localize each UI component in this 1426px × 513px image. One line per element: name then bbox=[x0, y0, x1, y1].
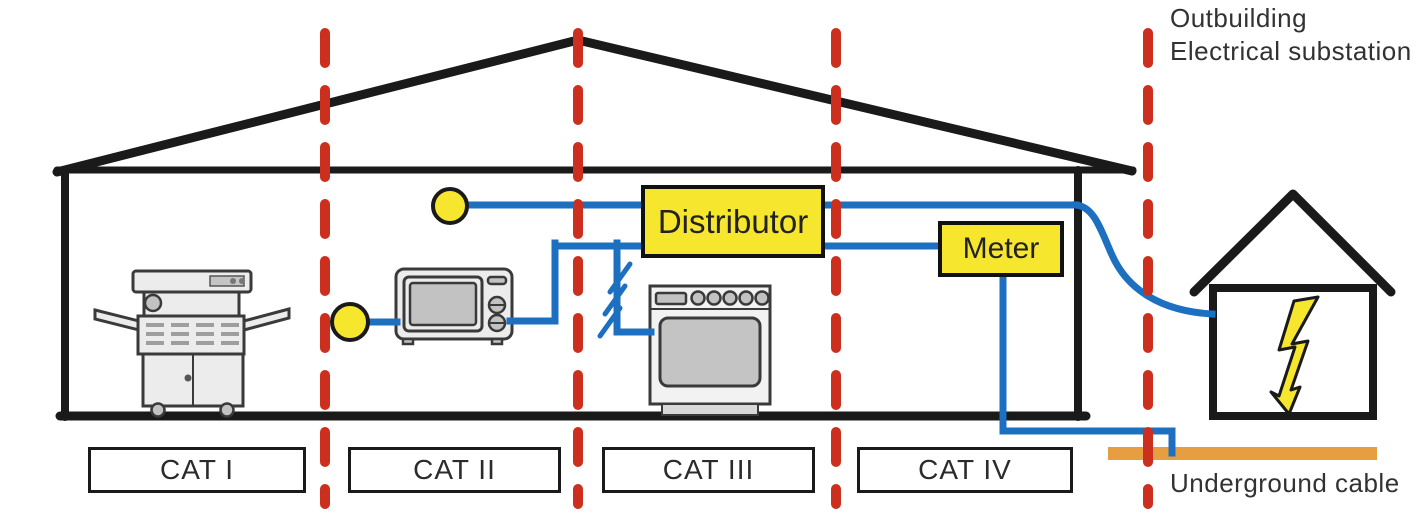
fixed-wiring-hatch-icon bbox=[597, 261, 633, 339]
category-box-cat2: CAT II bbox=[348, 447, 561, 493]
category-box-cat1: CAT I bbox=[88, 447, 306, 493]
category-box-cat4: CAT IV bbox=[857, 447, 1073, 493]
lamp-socket-icon bbox=[431, 187, 469, 225]
distributor-box: Distributor bbox=[641, 185, 825, 258]
cat2-label: CAT II bbox=[413, 454, 496, 485]
underground-cable-annotation: Underground cable bbox=[1170, 468, 1400, 498]
outbuilding-annotation: Outbuilding bbox=[1170, 3, 1308, 33]
category-box-cat3: CAT III bbox=[602, 447, 815, 493]
socket-icon bbox=[330, 302, 370, 342]
category-divider-lines bbox=[320, 28, 1153, 509]
cat4-label: CAT IV bbox=[918, 454, 1012, 485]
cat1-label: CAT I bbox=[160, 454, 234, 485]
cat3-label: CAT III bbox=[662, 454, 755, 485]
photocopier-icon bbox=[93, 269, 291, 418]
meter-label: Meter bbox=[962, 232, 1040, 265]
microwave-icon bbox=[394, 267, 514, 346]
distributor-label: Distributor bbox=[657, 202, 809, 240]
meter-box: Meter bbox=[938, 221, 1064, 277]
outbuilding-icon bbox=[1189, 189, 1396, 420]
stove-icon bbox=[648, 284, 772, 416]
electrical-substation-annotation: Electrical substation bbox=[1170, 36, 1412, 66]
lightning-bolt-icon bbox=[1269, 295, 1320, 416]
